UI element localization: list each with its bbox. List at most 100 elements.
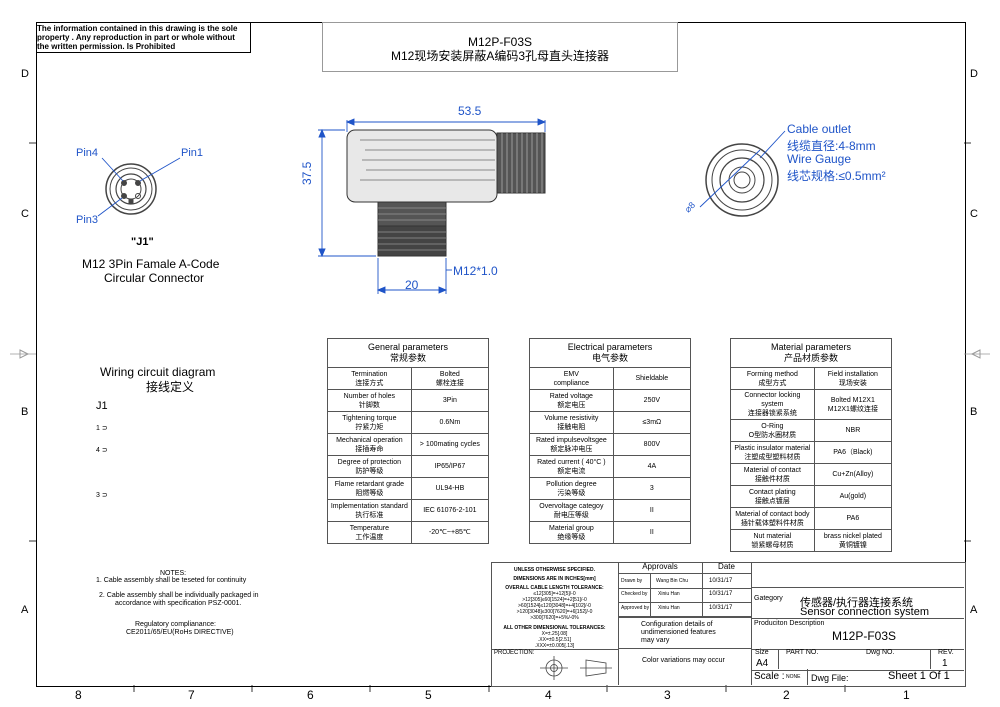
electrical-value-cell: ≤3mΩ xyxy=(612,411,692,434)
electrical-value-cell: 250V xyxy=(612,389,692,412)
category-en: Sensor connection system xyxy=(800,606,930,618)
general-cell-text: Degree of protection xyxy=(337,458,402,466)
electrical-cell-text: Rated current ( 40°C ) xyxy=(537,458,606,466)
electrical-value-cell: 4A xyxy=(612,455,692,478)
material-cell-text: Field installation xyxy=(827,370,878,378)
general-value-cell: IP65/IP67 xyxy=(410,455,490,478)
zone-col-8: 8 xyxy=(75,688,82,702)
material-value-cell: Au(gold) xyxy=(813,485,893,508)
material-cell-text: Bolted M12X1 xyxy=(830,396,875,404)
connector-id-label: "J1" xyxy=(131,236,154,248)
material-cell-text: Forming method xyxy=(746,370,798,378)
zone-row-c-right: C xyxy=(970,208,978,220)
zone-col-1: 1 xyxy=(903,688,910,702)
electrical-cell-text: 4A xyxy=(647,463,657,470)
header-box: M12P-F03S M12现场安装屏蔽A编码3孔母直头连接器 xyxy=(322,22,678,72)
electrical-cell-text: compliance xyxy=(553,379,590,387)
material-cell-text: 插针载体塑料件材质 xyxy=(740,519,804,527)
tol-line-5: >300[7620]=+5%/-0% xyxy=(530,615,579,621)
electrical-title-cn: 电气参数 xyxy=(591,353,628,363)
electrical-value-cell: II xyxy=(612,499,692,522)
general-value-cell: 3Pin xyxy=(410,389,490,412)
wiring-pin-1: 1 ⊃ xyxy=(96,425,108,432)
material-cell-text: O型防水圈材质 xyxy=(748,431,797,439)
zone-row-a-left: A xyxy=(21,604,29,616)
overall-tol-title: OVERALL CABLE LENGTH TOLERANCE: xyxy=(505,585,604,591)
size-vline-1 xyxy=(778,649,779,669)
tb-vline-1 xyxy=(618,562,619,685)
material-title-cn: 产品材质参数 xyxy=(783,353,838,363)
note-2b: accordance with specification PSZ-0001. xyxy=(115,600,242,607)
config-line-2: undimensioned features xyxy=(641,629,716,636)
production-value: M12P-F03S xyxy=(832,629,897,643)
other-tol-1: X=±.25[.08] xyxy=(541,631,568,637)
pin3-label: Pin3 xyxy=(76,214,99,226)
sheet-label: Sheet 1 Of 1 xyxy=(888,670,950,682)
general-cell-text: Number of holes xyxy=(343,392,396,400)
electrical-cell-text: 污染等级 xyxy=(557,489,586,497)
tol-line-4: >120[3048]≤300[7620]=+6[152]/-0 xyxy=(516,609,593,615)
general-cell-text: 接插寿命 xyxy=(355,445,384,453)
electrical-param-cell: Rated current ( 40°C )额定电流 xyxy=(529,455,614,478)
cable-diameter-label: 线缆直径:4-8mm xyxy=(787,139,876,153)
material-value-cell: PA6（Black) xyxy=(813,441,893,464)
checked-by-name: Xiniu Han xyxy=(658,591,680,597)
projection-label: PROJECTION: xyxy=(494,650,535,656)
category-cn: 传感器/执行器连接系统 xyxy=(800,597,914,609)
general-value-cell: UL94-HB xyxy=(410,477,490,500)
general-cell-text: 连接方式 xyxy=(355,379,384,387)
electrical-cell-text: 绝缘等级 xyxy=(557,533,586,541)
general-cell-text: IP65/IP67 xyxy=(434,463,466,470)
zone-row-b-left: B xyxy=(21,406,29,418)
config-line-1: Configuration details of xyxy=(641,621,713,628)
other-tol-2: .XX=±0.5[2.51] xyxy=(537,637,572,643)
material-cell-text: Material of contact body xyxy=(735,510,810,518)
tol-line-1: ≤12[305]=+12[5]/-0 xyxy=(533,591,576,597)
electrical-cell-text: 耐电压等级 xyxy=(553,511,589,519)
general-cell-text: 工作温度 xyxy=(355,533,384,541)
wiring-title-en: Wiring circuit diagram xyxy=(100,365,216,379)
wiring-title-cn: 接线定义 xyxy=(146,380,195,394)
zone-col-3: 3 xyxy=(664,688,671,702)
dim-base-label: 20 xyxy=(405,278,419,292)
electrical-cell-text: Shieldable xyxy=(635,375,669,382)
general-cell-text: 针脚数 xyxy=(358,401,380,409)
wire-gauge-label: Wire Gauge xyxy=(787,152,852,166)
material-cell-text: Contact plating xyxy=(749,488,796,496)
zone-row-b-right: B xyxy=(970,406,978,418)
title-block xyxy=(491,562,966,687)
electrical-cell-text: Material group xyxy=(548,524,594,532)
wiring-pin-4: 4 ⊃ xyxy=(96,447,108,454)
scale-value: NONE xyxy=(786,674,801,680)
wiring-j1: J1 xyxy=(96,400,108,412)
zone-col-7: 7 xyxy=(188,688,195,702)
general-cell-text: UL94-HB xyxy=(435,485,465,492)
drawn-by-name: Wang Bin Chu xyxy=(656,578,689,584)
notice-box xyxy=(36,22,251,53)
general-cell-text: Mechanical operation xyxy=(336,436,403,444)
general-cell-text: > 100mating cycles xyxy=(419,441,480,448)
part-number-title: M12P-F03S xyxy=(467,35,533,49)
electrical-row: Rated current ( 40°C )额定电流 4A xyxy=(529,455,692,478)
side-view xyxy=(346,129,546,257)
material-cell-text: 成型方式 xyxy=(758,379,787,387)
